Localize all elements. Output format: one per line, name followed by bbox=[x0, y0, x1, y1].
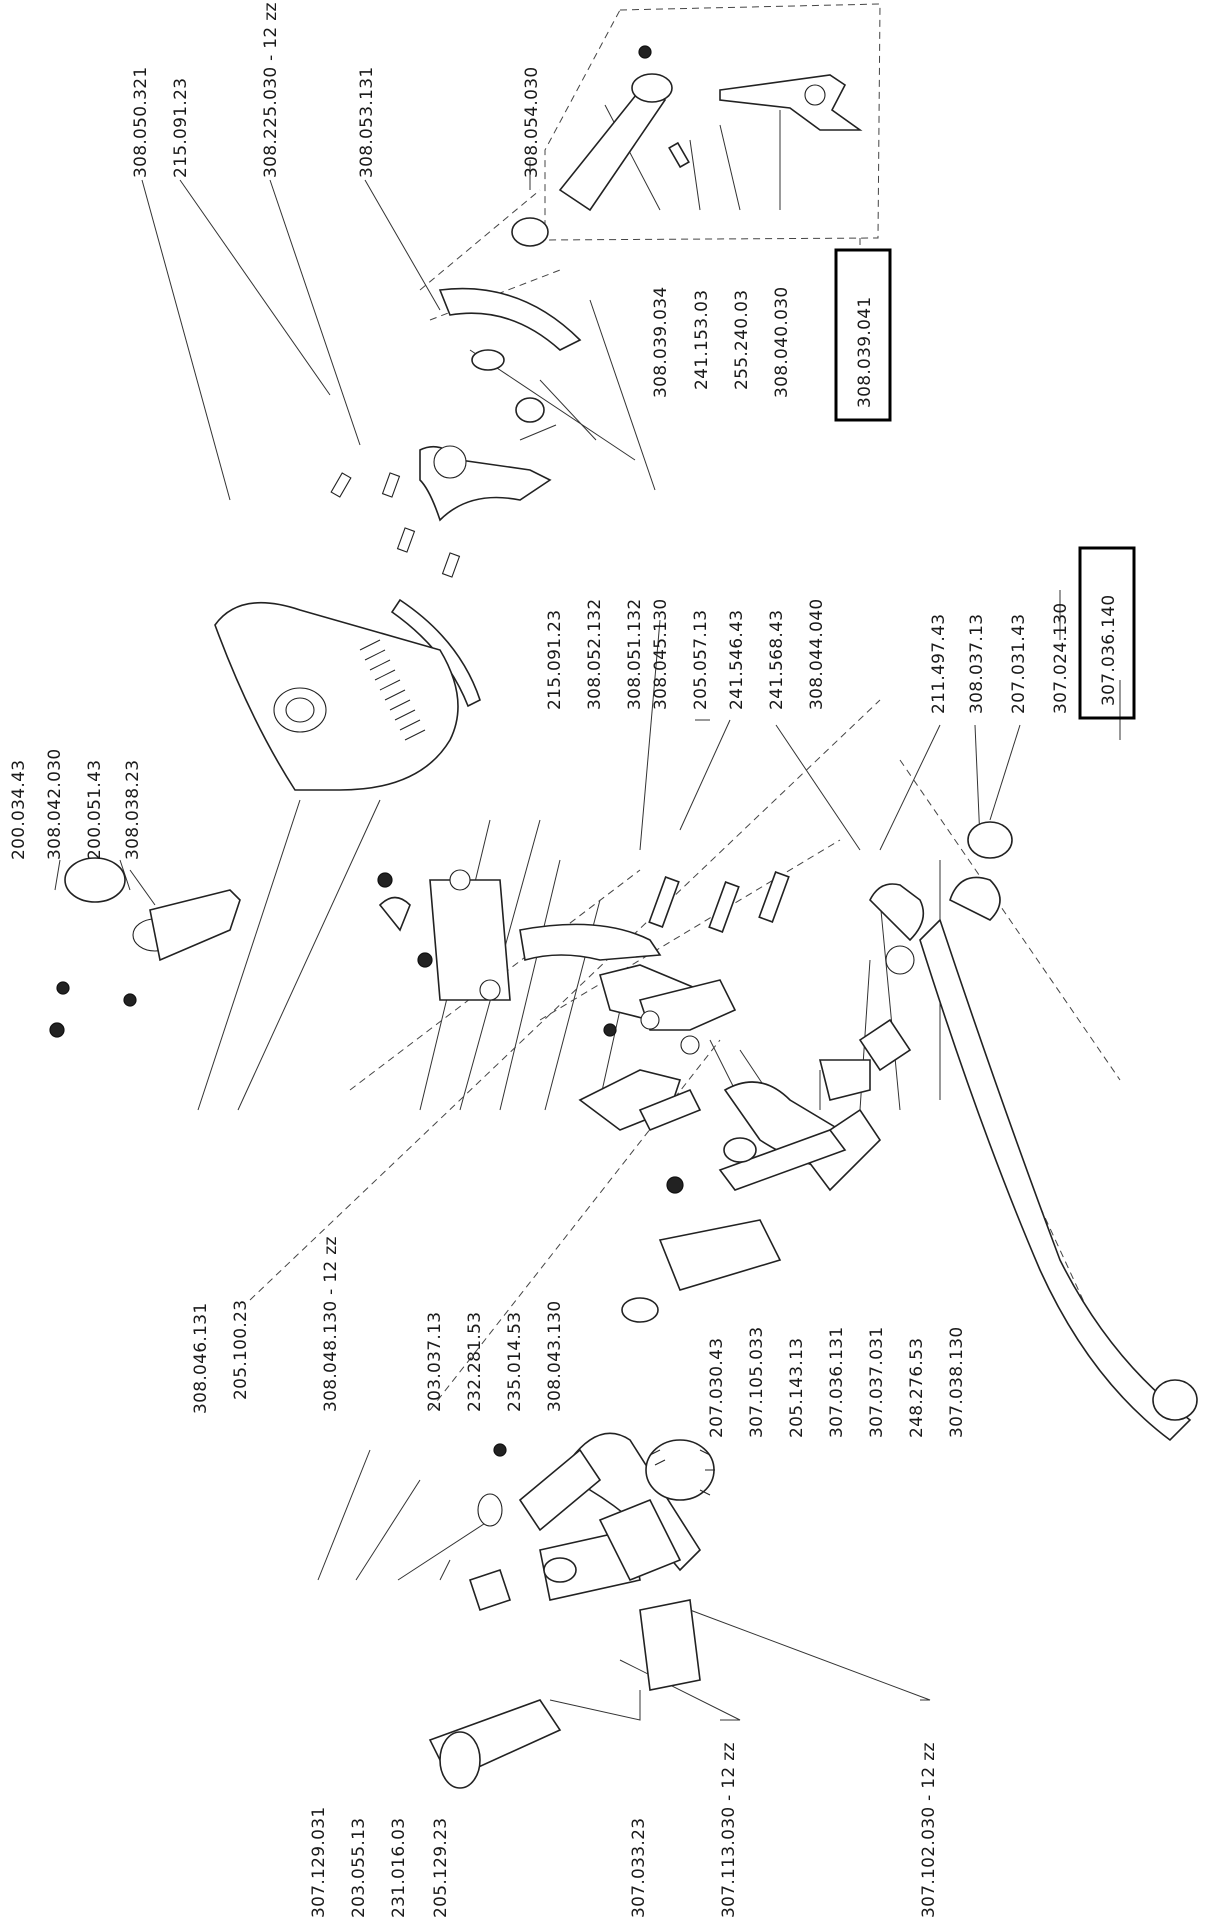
part-label: 211.497.43 bbox=[929, 614, 949, 714]
part-label: 205.143.13 bbox=[787, 1338, 807, 1438]
assembly-axes bbox=[249, 189, 1121, 1411]
part-label: 205.129.23 bbox=[431, 1818, 451, 1918]
part-label: 308.052.132 bbox=[585, 599, 605, 710]
part-labels: 308.050.321 215.091.23 308.225.030 - 12 … bbox=[9, 2, 1119, 1918]
part-label: 207.030.43 bbox=[707, 1338, 727, 1438]
part-label: 307.037.031 bbox=[867, 1327, 887, 1438]
part-label: 308.225.030 - 12 zz bbox=[261, 2, 281, 178]
part-label-boxed: 307.036.140 bbox=[1099, 595, 1119, 706]
part-label: 248.276.53 bbox=[907, 1338, 927, 1438]
part-label: 307.038.130 bbox=[947, 1327, 967, 1438]
part-label: 308.048.130 - 12 zz bbox=[321, 1236, 341, 1412]
part-label: 207.031.43 bbox=[1009, 614, 1029, 714]
part-label: 308.053.131 bbox=[357, 67, 377, 178]
part-label: 307.033.23 bbox=[629, 1818, 649, 1918]
part-label: 307.024.130 bbox=[1051, 603, 1071, 714]
part-label: 205.057.13 bbox=[691, 610, 711, 710]
part-label: 307.105.033 bbox=[747, 1327, 767, 1438]
part-label: 241.568.43 bbox=[767, 610, 787, 710]
part-label: 307.113.030 - 12 zz bbox=[719, 1742, 739, 1918]
leader-lines bbox=[54, 104, 1121, 1721]
part-label-boxed: 308.039.041 bbox=[855, 297, 875, 408]
part-label: 232.281.53 bbox=[465, 1312, 485, 1412]
part-label: 235.014.53 bbox=[505, 1312, 525, 1412]
part-label: 307.129.031 bbox=[309, 1807, 329, 1918]
part-label: 308.043.130 bbox=[545, 1301, 565, 1412]
part-label: 308.044.040 bbox=[807, 599, 827, 710]
parts bbox=[49, 45, 1198, 1789]
part-label: 308.037.13 bbox=[967, 614, 987, 714]
part-label: 308.040.030 bbox=[772, 287, 792, 398]
part-label: 307.102.030 - 12 zz bbox=[919, 1742, 939, 1918]
part-label: 308.038.23 bbox=[123, 760, 143, 860]
part-label: 205.100.23 bbox=[231, 1300, 251, 1400]
part-label: 203.037.13 bbox=[425, 1312, 445, 1412]
part-label: 200.051.43 bbox=[85, 760, 105, 860]
part-label: 308.050.321 bbox=[131, 67, 151, 178]
part-label: 307.036.131 bbox=[827, 1327, 847, 1438]
part-label: 308.039.034 bbox=[651, 287, 671, 398]
part-label: 308.042.030 bbox=[45, 749, 65, 860]
part-label: 241.546.43 bbox=[727, 610, 747, 710]
part-label: 200.034.43 bbox=[9, 760, 29, 860]
part-label: 308.051.132 bbox=[625, 599, 645, 710]
part-label: 215.091.23 bbox=[171, 78, 191, 178]
part-label: 231.016.03 bbox=[389, 1818, 409, 1918]
part-label: 241.153.03 bbox=[692, 290, 712, 390]
highlight-box-308-039-041 bbox=[834, 248, 892, 422]
subassembly-frame bbox=[544, 3, 881, 250]
part-label: 215.091.23 bbox=[545, 610, 565, 710]
part-label: 203.055.13 bbox=[349, 1818, 369, 1918]
part-label: 255.240.03 bbox=[732, 290, 752, 390]
highlight-box-307-036-140 bbox=[1078, 546, 1136, 720]
part-label: 308.045.130 bbox=[651, 599, 671, 710]
part-label: 308.054.030 bbox=[522, 67, 542, 178]
part-label: 308.046.131 bbox=[191, 1303, 211, 1414]
